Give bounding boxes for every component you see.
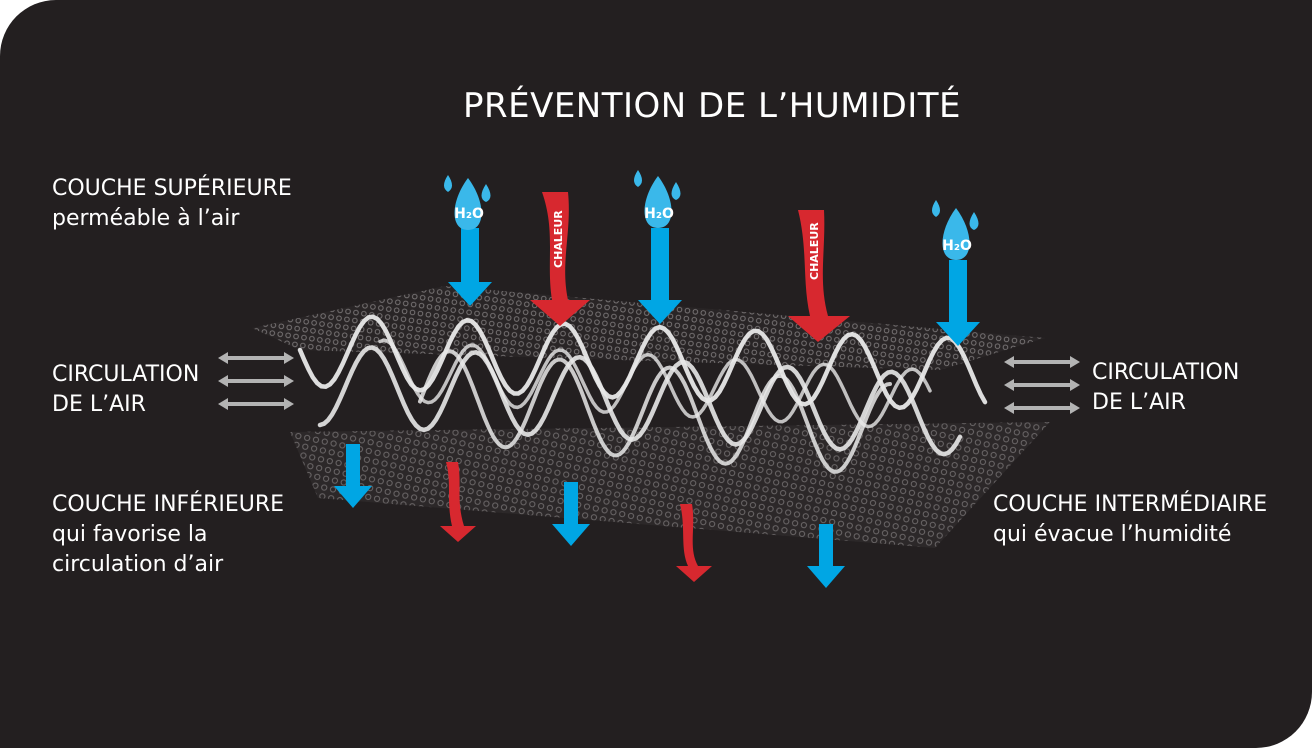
label-top-layer-line1: COUCHE SUPÉRIEURE [52,176,292,201]
air-arrows-right [1004,356,1080,414]
water-label-3: H₂O [942,238,972,254]
label-air-left-line1: CIRCULATION [52,362,200,387]
water-arrow-1: H₂O [444,175,492,306]
heat-out-arrow-2 [676,504,712,582]
air-arrows-left [218,352,294,410]
top-mesh-layer [252,286,1045,370]
heat-out-arrow-1 [440,462,476,542]
heat-label-2: CHALEUR [808,222,821,280]
label-bottom-layer-line1: COUCHE INFÉRIEURE [52,492,285,517]
label-air-right: CIRCULATION DE L’AIR [1092,358,1239,418]
bottom-mesh-layer [290,422,1050,548]
diagram-title: PRÉVENTION DE L’HUMIDITÉ [462,86,962,126]
label-top-layer-line2: perméable à l’air [52,206,240,231]
water-out-arrow-1 [334,444,372,508]
label-middle-layer-line1: COUCHE INTERMÉDIAIRE [993,492,1268,517]
fiber-waves [297,314,988,474]
label-middle-layer: COUCHE INTERMÉDIAIRE qui évacue l’humidi… [993,490,1267,550]
fiber-wave-4 [378,338,932,429]
water-out-arrow-2 [552,482,590,546]
water-label-2: H₂O [644,206,674,222]
label-air-right-line2: DE L’AIR [1092,390,1186,415]
label-bottom-layer-line2: qui favorise la [52,522,208,547]
label-middle-layer-line2: qui évacue l’humidité [993,522,1232,547]
heat-arrow-1: CHALEUR [530,192,590,326]
water-arrow-3: H₂O [932,200,980,346]
water-arrow-2: H₂O [634,170,682,324]
fiber-wave-3 [418,349,892,474]
label-air-left: CIRCULATION DE L’AIR [52,360,199,420]
heat-arrow-2: CHALEUR [788,210,850,342]
water-out-arrow-3 [807,524,845,588]
label-top-layer: COUCHE SUPÉRIEURE perméable à l’air [52,174,292,234]
label-bottom-layer: COUCHE INFÉRIEURE qui favorise la circul… [52,490,284,580]
label-air-left-line2: DE L’AIR [52,392,146,417]
water-label-1: H₂O [454,206,484,222]
label-bottom-layer-line3: circulation d’air [52,552,224,577]
label-air-right-line1: CIRCULATION [1092,360,1240,385]
heat-label-1: CHALEUR [552,210,565,268]
fiber-wave-2 [317,345,963,457]
